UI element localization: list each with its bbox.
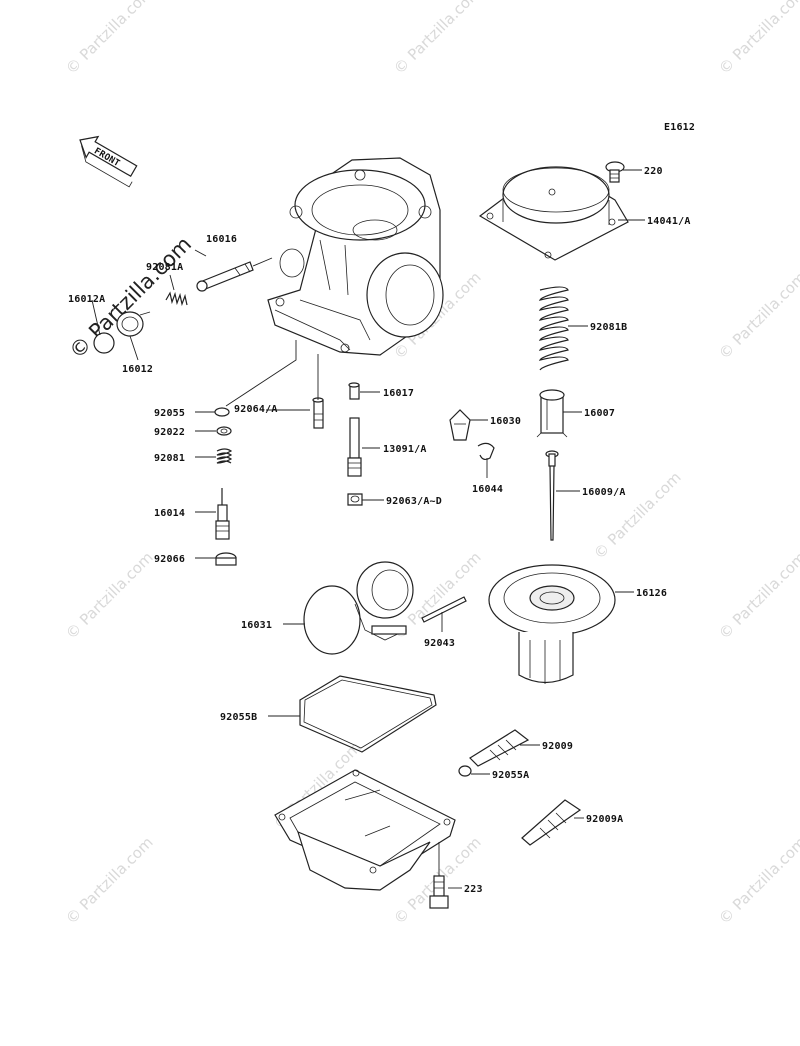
needle-jet-holder-16017 — [348, 382, 360, 400]
watermark: © Partzilla.com — [715, 268, 800, 363]
mixture-screw-16014 — [215, 488, 230, 540]
label-16012a: 16012A — [68, 294, 105, 305]
watermark: © Partzilla.com — [390, 0, 485, 78]
o-ring-92055a — [458, 765, 472, 777]
float-bowl — [274, 769, 456, 891]
cap-92066 — [215, 552, 237, 566]
needle-jet-13091a — [347, 417, 362, 477]
label-16014: 16014 — [154, 508, 185, 519]
label-16017: 16017 — [383, 388, 414, 399]
pilot-screw-16012 — [93, 311, 151, 354]
label-13091a: 13091/A — [383, 444, 427, 455]
watermark: © Partzilla.com — [62, 0, 157, 78]
main-jet-92063 — [347, 493, 363, 506]
watermark: © Partzilla.com — [62, 833, 157, 928]
label-92064a: 92064/A — [234, 404, 278, 415]
label-16016: 16016 — [206, 234, 237, 245]
label-16030: 16030 — [490, 416, 521, 427]
label-16126: 16126 — [636, 588, 667, 599]
watermark: © Partzilla.com — [715, 0, 800, 78]
float-valve-16030 — [449, 409, 471, 441]
watermark: © Partzilla.com — [62, 548, 157, 643]
carburetor-body — [267, 157, 444, 356]
top-cover-14041 — [478, 166, 629, 261]
label-92009a: 92009A — [586, 814, 623, 825]
label-92055a: 92055A — [492, 770, 529, 781]
washer-92022 — [216, 426, 232, 436]
label-92055: 92055 — [154, 408, 185, 419]
label-16007: 16007 — [584, 408, 615, 419]
screw-92009a — [521, 799, 582, 846]
watermark: © Partzilla.com — [715, 833, 800, 928]
label-16009a: 16009/A — [582, 487, 626, 498]
throttle-valve-16031 — [303, 561, 414, 655]
label-92081: 92081 — [154, 453, 185, 464]
screw-220 — [605, 161, 625, 183]
label-92022: 92022 — [154, 427, 185, 438]
part-labels: 220 14041/A 92081B 16007 16030 16009/A 1… — [68, 166, 691, 895]
label-92066: 92066 — [154, 554, 185, 565]
label-92055b: 92055B — [220, 712, 257, 723]
watermark: © Partzilla.com — [715, 548, 800, 643]
front-arrow-icon: FRONT — [79, 135, 138, 188]
clip-16044 — [477, 442, 495, 461]
diagram-code: E1612 — [664, 122, 695, 133]
spring-92081 — [216, 448, 233, 464]
spring-92081b — [538, 286, 569, 371]
label-14041a: 14041/A — [647, 216, 691, 227]
watermark: © Partzilla.com — [590, 468, 685, 563]
label-16044: 16044 — [472, 484, 503, 495]
label-220: 220 — [644, 166, 663, 177]
jet-needle-16009 — [545, 450, 559, 541]
label-92043: 92043 — [424, 638, 455, 649]
screw-92064a — [312, 397, 324, 429]
leader-lines — [91, 169, 645, 889]
label-92081b: 92081B — [590, 322, 627, 333]
gasket-92055b — [299, 675, 437, 753]
label-92063ad: 92063/A~D — [386, 496, 442, 507]
label-92009: 92009 — [542, 741, 573, 752]
o-ring-92055 — [214, 407, 230, 417]
vacuum-piston-16126 — [488, 564, 616, 684]
pin-92043 — [421, 596, 467, 623]
label-16012: 16012 — [122, 364, 153, 375]
spring-92081a — [165, 291, 188, 307]
label-92081a: 92081A — [146, 262, 183, 273]
screw-92009 — [469, 729, 530, 767]
throttle-shaft-16016 — [196, 257, 273, 292]
label-223: 223 — [464, 884, 483, 895]
needle-holder-16007 — [536, 389, 568, 438]
label-16031: 16031 — [241, 620, 272, 631]
